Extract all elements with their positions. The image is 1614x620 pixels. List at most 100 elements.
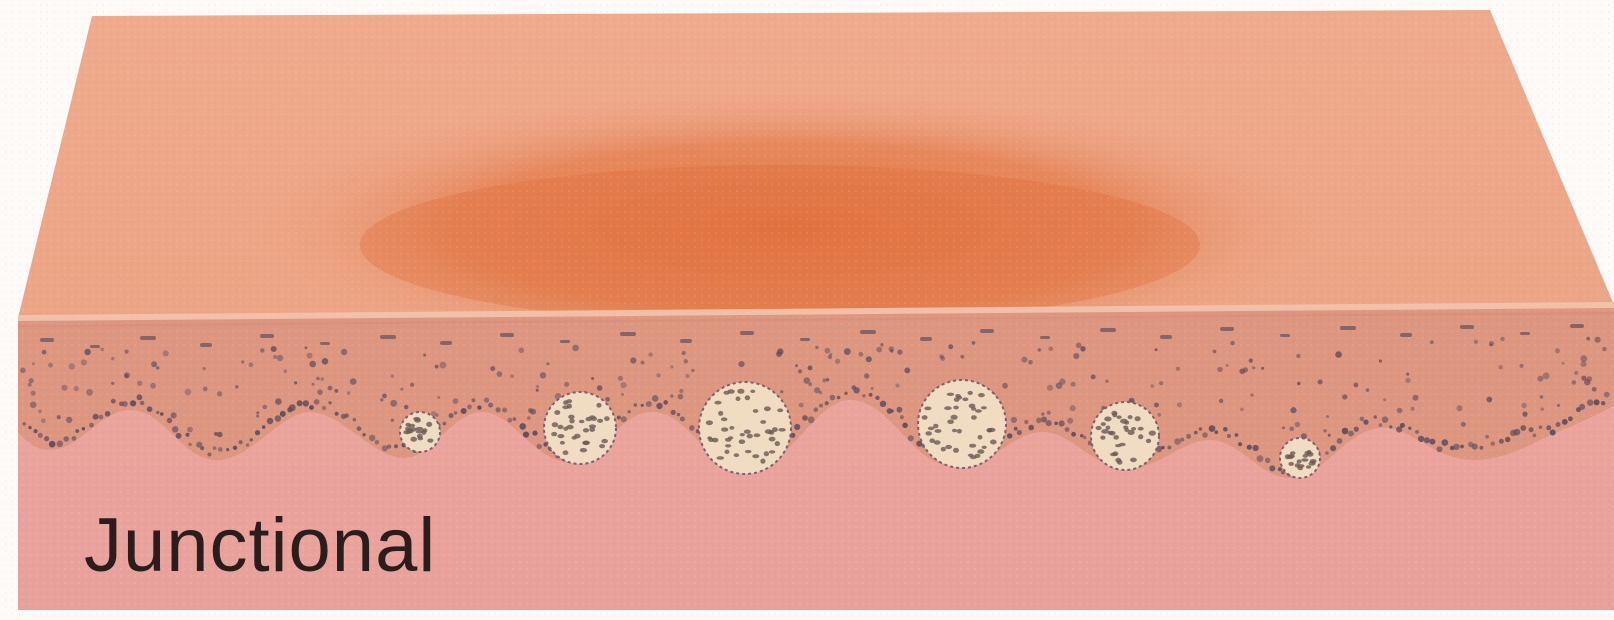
epidermal-dot [163, 350, 169, 356]
nest-cell [752, 454, 759, 458]
nest-cell [1131, 427, 1136, 431]
epidermal-dot [350, 378, 357, 385]
epidermal-dot [1289, 427, 1294, 432]
basal-dot [1199, 427, 1202, 430]
basal-dot [880, 401, 886, 407]
basal-dot [1460, 445, 1464, 449]
nest-cell [580, 448, 587, 452]
epidermal-dot [1226, 364, 1229, 367]
epidermal-dot [41, 418, 46, 423]
nest-cell [725, 444, 731, 447]
nest-cell [1297, 459, 1302, 463]
epidermal-dot [1076, 343, 1082, 349]
basal-dot [207, 453, 211, 457]
epidermal-dot [864, 373, 869, 378]
epidermal-dot [519, 348, 525, 354]
nest-cell [957, 429, 962, 434]
nest-cell [706, 420, 713, 425]
epidermal-dot [890, 349, 893, 352]
epidermal-dot [540, 372, 546, 378]
nest-cell [579, 420, 585, 424]
nest-cell [760, 459, 765, 464]
basal-dot [328, 401, 331, 404]
epidermal-dot [641, 361, 645, 365]
epidermal-dot [497, 371, 503, 377]
epidermal-dot [490, 366, 495, 371]
epidermal-dot [391, 419, 394, 422]
basal-dot [1374, 415, 1377, 418]
basal-dot [1186, 434, 1191, 439]
basal-dot [1247, 445, 1252, 450]
epidermal-dot [347, 391, 351, 395]
epidermal-dot [1038, 348, 1041, 351]
basal-dot [22, 422, 26, 426]
nest-cell [971, 415, 977, 420]
diagram-caption: Junctional [84, 508, 436, 584]
basal-dot [1167, 446, 1171, 450]
epidermal-dot [1522, 412, 1527, 417]
epidermal-dot [404, 405, 408, 409]
basal-dot [303, 400, 309, 406]
nest-cell [557, 434, 564, 438]
nest-cell [551, 432, 557, 436]
epidermal-dot [1239, 369, 1245, 375]
nest-cell [775, 441, 780, 446]
nest-cell [714, 401, 721, 405]
nest-cell [597, 419, 603, 423]
nest-cell [764, 406, 771, 411]
basal-dot [1209, 425, 1216, 432]
epidermal-dot [1522, 403, 1527, 408]
basal-dot [621, 416, 627, 422]
epidermal-dot [1230, 341, 1234, 345]
basal-dot [862, 394, 865, 397]
basal-dot [160, 412, 164, 416]
nest-cell [1311, 461, 1316, 464]
epidermal-dot [844, 348, 851, 355]
basal-dot [471, 398, 475, 402]
nest-cell [933, 424, 938, 429]
nest-cell [1290, 451, 1296, 455]
basal-dot [1442, 439, 1449, 446]
basal-dot [652, 395, 659, 402]
basal-dot [656, 403, 662, 409]
nest-cell [1146, 439, 1151, 443]
epidermal-dot [895, 383, 899, 387]
epidermal-dot [1217, 367, 1222, 372]
epidermal-dot [835, 359, 840, 364]
nest-cell [1120, 419, 1128, 424]
basal-dot [837, 396, 841, 400]
nest-cell [962, 398, 968, 402]
epidermal-dot [808, 382, 812, 386]
basal-dot [830, 395, 836, 401]
epidermal-dot [876, 347, 882, 353]
basal-dot [532, 431, 537, 436]
nest-cell [990, 440, 997, 445]
epidermal-dot [670, 365, 673, 368]
nest-cell [1149, 431, 1156, 436]
nest-cell [1106, 426, 1111, 430]
nest-cell [737, 389, 744, 394]
epidermal-dot [808, 366, 813, 371]
basal-dot [34, 429, 38, 433]
epidermal-dot [235, 385, 238, 388]
epidermal-dot [256, 415, 259, 418]
nest-cell [727, 389, 734, 394]
nest-cell [1112, 413, 1117, 418]
nest-cell [1306, 465, 1311, 468]
epidermal-dot [904, 368, 910, 374]
nest-cell [414, 418, 421, 423]
nest-cell [734, 453, 740, 457]
nest-cell [563, 450, 569, 455]
epidermal-dot [1002, 383, 1008, 389]
epidermal-dot [621, 393, 624, 396]
nest-cell [1109, 431, 1115, 436]
basal-dot [663, 400, 668, 405]
epidermal-dot [972, 341, 976, 345]
epidermal-dot [819, 391, 822, 394]
basal-dot [99, 415, 104, 420]
epidermal-dot [322, 358, 329, 365]
basal-dot [628, 410, 631, 413]
basal-dot [1059, 420, 1065, 426]
epidermal-dot [1028, 360, 1033, 365]
